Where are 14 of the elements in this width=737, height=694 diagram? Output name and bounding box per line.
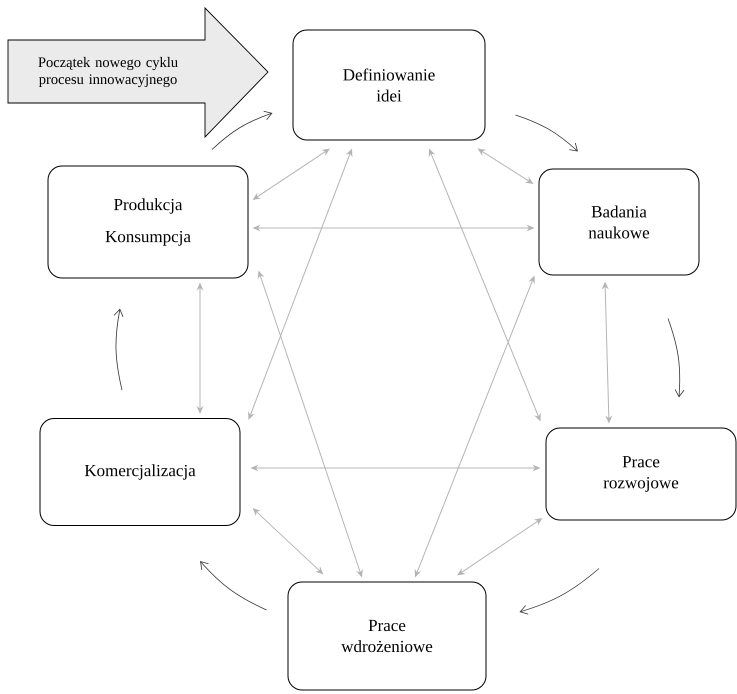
process-box: Definiowanie idei bbox=[292, 30, 486, 140]
arrow bbox=[515, 114, 578, 152]
process-box: Prace wdrożeniowe bbox=[288, 582, 486, 690]
arrow bbox=[252, 508, 324, 574]
arrow bbox=[212, 110, 272, 150]
process-box: Komercjalizacja bbox=[40, 418, 240, 526]
process-box: Badania naukowe bbox=[538, 168, 700, 276]
process-box: Prace rozwojowe bbox=[546, 428, 736, 520]
arrow bbox=[520, 568, 600, 614]
process-box: Produkcja Konsumpcja bbox=[48, 166, 248, 278]
arrow bbox=[200, 561, 267, 610]
pointer-banner: Początek nowego cyklu procesu innowacyjnego bbox=[8, 6, 269, 138]
arrow bbox=[668, 318, 684, 398]
arrow bbox=[114, 308, 124, 390]
